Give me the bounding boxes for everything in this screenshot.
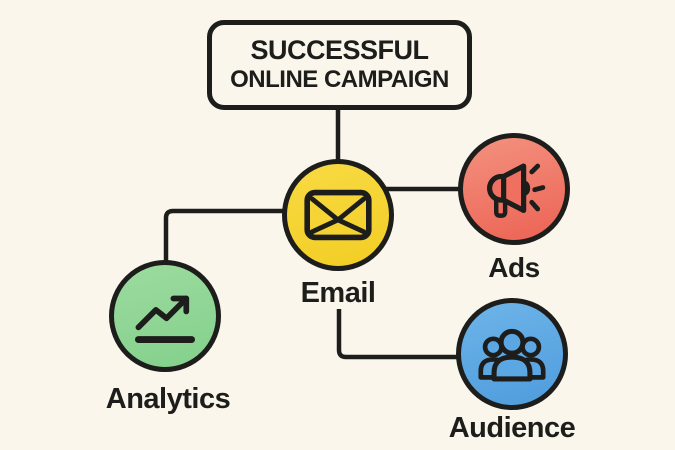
title-line2: ONLINE CAMPAIGN — [230, 66, 449, 94]
node-email — [282, 159, 394, 271]
connector-email-analytics — [163, 208, 284, 261]
people-group-icon — [478, 328, 546, 382]
ads-label: Ads — [488, 252, 540, 283]
envelope-icon — [304, 189, 372, 241]
email-label: Email — [300, 277, 376, 309]
connector-email-audience — [336, 309, 459, 360]
node-analytics — [109, 260, 221, 372]
analytics-label: Analytics — [105, 383, 231, 415]
line-chart-icon — [134, 295, 196, 343]
title-box: SUCCESSFUL ONLINE CAMPAIGN — [207, 20, 472, 110]
title-line1: SUCCESSFUL — [250, 35, 429, 66]
node-ads — [458, 133, 570, 245]
node-audience — [456, 298, 568, 410]
audience-label: Audience — [448, 412, 576, 444]
megaphone-icon — [486, 163, 546, 218]
